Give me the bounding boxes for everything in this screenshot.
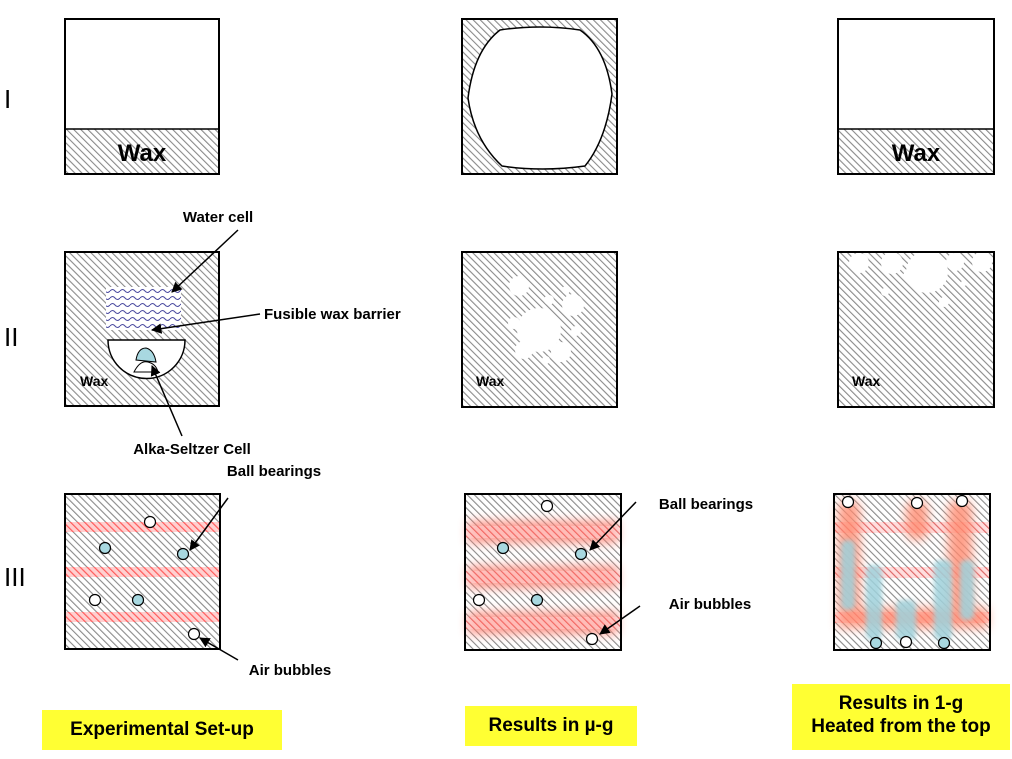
red-wax-band — [65, 567, 220, 577]
one-g-box-row-i: Wax — [837, 18, 995, 175]
caption-line-2: Heated from the top — [811, 716, 991, 737]
caption-results-micro-g: Results in µ-g — [465, 706, 637, 746]
air-bubble — [585, 632, 599, 646]
water-cell-arrow — [171, 229, 239, 293]
row-label-iii: III — [4, 562, 26, 592]
ball-bearings-arrow — [189, 497, 229, 551]
row-label-i: I — [4, 84, 11, 114]
red-wax-band — [65, 522, 220, 532]
alka-seltzer-cell-label: Alka-Seltzer Cell — [133, 441, 251, 458]
setup-box-row-ii: Wax — [64, 251, 220, 407]
caption-text: Results in µ-g — [488, 715, 614, 736]
air-bubbles-label: Air bubbles — [669, 596, 752, 613]
air-bubble — [841, 495, 855, 509]
caption-line-1: Results in 1-g — [838, 693, 964, 714]
wax-label: Wax — [852, 373, 880, 389]
setup-box-row-i: Wax — [64, 18, 220, 175]
ball-bearings-label: Ball bearings — [227, 463, 321, 480]
caption-experimental-setup: Experimental Set-up — [42, 710, 282, 750]
air-bubble — [143, 515, 157, 529]
fusible-wax-barrier-arrow — [150, 313, 261, 334]
wax-label: Wax — [118, 140, 167, 167]
wax-label: Wax — [80, 373, 108, 389]
one-g-box-row-ii: Wax — [837, 251, 995, 408]
air-bubbles-label: Air bubbles — [249, 662, 332, 679]
air-bubble — [955, 494, 969, 508]
row-label-ii: II — [4, 322, 18, 352]
ball-bearing — [131, 593, 145, 607]
air-bubble — [540, 499, 554, 513]
setup-box-row-iii — [64, 493, 221, 650]
ball-bearing — [530, 593, 544, 607]
caption-results-one-g: Results in 1-g Heated from the top — [792, 684, 1010, 750]
wax-label: Wax — [892, 140, 941, 167]
wax-label: Wax — [476, 373, 504, 389]
water-cell — [106, 287, 181, 330]
ball-bearing — [869, 636, 883, 650]
micro-g-box-row-iii — [464, 493, 622, 651]
alka-seltzer-cell-arrow — [150, 365, 183, 437]
micro-g-box-row-i — [461, 18, 618, 175]
ball-bearing — [98, 541, 112, 555]
air-bubble — [187, 627, 201, 641]
red-wax-band — [65, 612, 220, 622]
air-bubble — [88, 593, 102, 607]
ball-bearings-label: Ball bearings — [659, 496, 753, 513]
air-bubble — [910, 496, 924, 510]
one-g-box-row-iii — [833, 493, 991, 651]
ball-bearing — [937, 636, 951, 650]
water-cell-label: Water cell — [183, 209, 253, 226]
ball-bearing — [496, 541, 510, 555]
ball-bearings-arrow — [589, 501, 637, 551]
air-bubbles-arrow — [599, 605, 641, 635]
ball-bearing — [574, 547, 588, 561]
gas-bubbles — [508, 276, 584, 364]
caption-text: Experimental Set-up — [70, 719, 254, 740]
air-bubble — [899, 635, 913, 649]
ball-bearing — [176, 547, 190, 561]
fusible-wax-barrier-label: Fusible wax barrier — [264, 306, 401, 323]
gas-bubbles — [849, 251, 992, 307]
air-bubble — [472, 593, 486, 607]
air-bubbles-arrow — [199, 637, 239, 661]
micro-g-box-row-ii: Wax — [461, 251, 618, 408]
